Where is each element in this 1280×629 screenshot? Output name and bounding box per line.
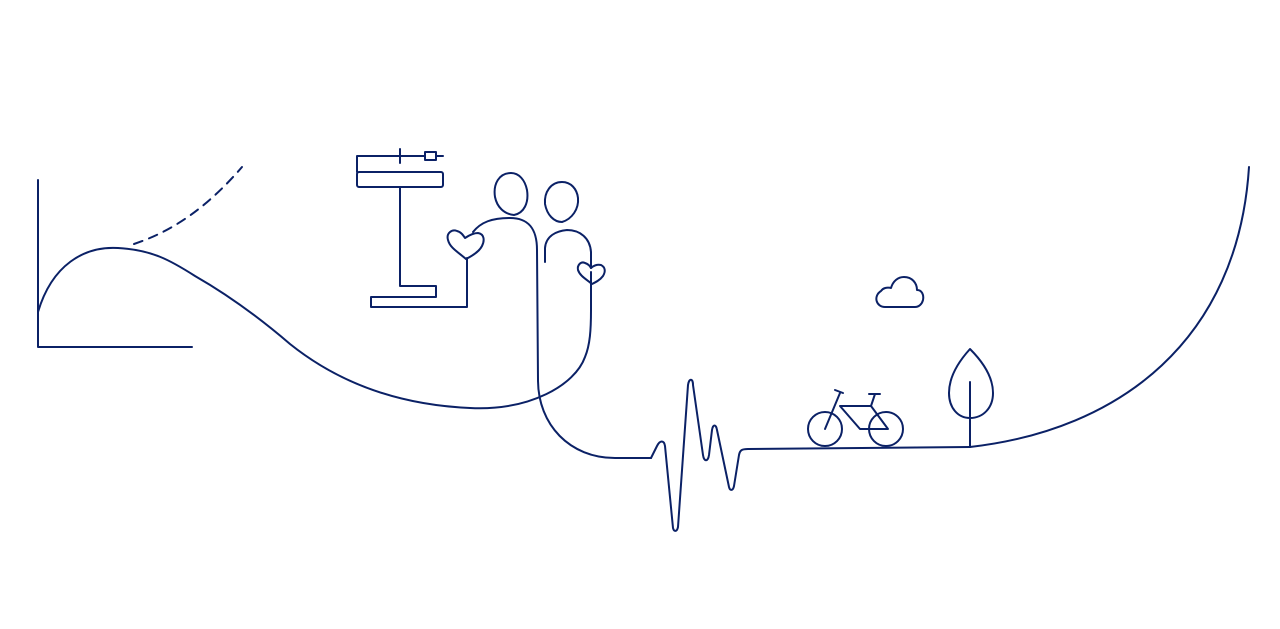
- right-arc-line: [969, 166, 1250, 448]
- person-right-head: [543, 181, 580, 223]
- iv-drip-icon: [356, 148, 468, 308]
- heart-icon: [446, 229, 485, 260]
- iv-pole: [370, 186, 468, 308]
- couple-icon: [472, 172, 652, 459]
- bicycle-icon: [807, 389, 904, 447]
- tree-icon: [948, 348, 994, 448]
- chart-axes: [37, 179, 193, 348]
- chart-dashed-trend: [133, 166, 243, 245]
- heartbeat-pulse-icon: [650, 378, 971, 532]
- bicycle-frame: [824, 389, 889, 430]
- line-chart-icon: [37, 166, 243, 348]
- cloud-icon: [875, 276, 925, 308]
- person-left-head: [493, 172, 529, 216]
- iv-top-frame: [356, 155, 426, 173]
- bicycle-rear-wheel: [807, 411, 843, 447]
- iv-connector: [424, 151, 437, 161]
- person-right-body: [544, 229, 592, 269]
- heart-icon-2: [576, 261, 606, 285]
- iv-bag: [356, 171, 444, 188]
- main-wave-line: [37, 246, 592, 410]
- person-left-body: [472, 217, 652, 459]
